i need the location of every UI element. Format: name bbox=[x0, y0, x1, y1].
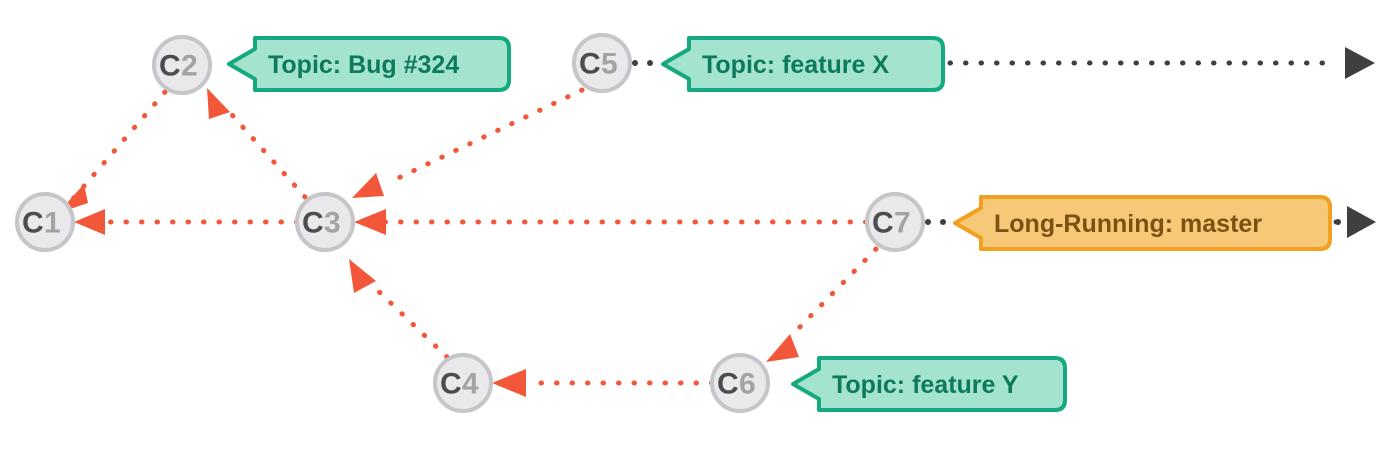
commit-number-c2: 2 bbox=[181, 50, 198, 83]
edges-layer bbox=[58, 87, 879, 397]
commit-circle-c5 bbox=[572, 33, 632, 93]
arrowhead-c4 bbox=[492, 369, 526, 397]
tag-shape-feature-y bbox=[791, 356, 1067, 412]
commit-ring-c2 bbox=[152, 35, 212, 95]
branch-tag-master[interactable]: Long-Running: master bbox=[953, 195, 1332, 251]
feature-x-continuation bbox=[947, 47, 1375, 79]
commit-node-c4[interactable]: C 4 bbox=[433, 353, 493, 413]
arrowhead-master-end bbox=[1347, 206, 1376, 238]
connector-dots-layer bbox=[632, 60, 1341, 225]
commit-number-c3: 3 bbox=[324, 207, 341, 240]
branch-tag-feature-x[interactable]: Topic: feature X bbox=[661, 36, 945, 92]
commit-ring-c6 bbox=[710, 353, 770, 413]
tag-label-master: Long-Running: master bbox=[994, 210, 1262, 238]
commit-node-c3[interactable]: C 3 bbox=[295, 192, 355, 252]
tag-shape-bug-324 bbox=[227, 36, 511, 92]
arrowhead-c3-from-c4 bbox=[349, 259, 376, 293]
arrowhead-c1-horizontal bbox=[74, 209, 105, 235]
commit-number-c1: 1 bbox=[44, 207, 61, 240]
commit-prefix-c6: C bbox=[717, 368, 739, 401]
edge-c3-to-c2 bbox=[207, 88, 308, 200]
edge-c6-to-c4 bbox=[492, 369, 715, 397]
commit-ring-c3 bbox=[295, 192, 355, 252]
edge-c4-to-c3 bbox=[349, 259, 450, 360]
commit-circle-c1 bbox=[15, 192, 75, 252]
c7-to-tag-dots bbox=[925, 219, 946, 225]
commit-prefix-c7: C bbox=[872, 207, 894, 240]
edge-c2-to-c1 bbox=[58, 89, 168, 213]
tag-label-bug-324: Topic: Bug #324 bbox=[268, 51, 459, 79]
commit-prefix-c1: C bbox=[22, 207, 44, 240]
arrowhead-c2 bbox=[207, 88, 230, 119]
c5-to-tag-dots bbox=[632, 60, 653, 66]
commit-prefix-c3: C bbox=[302, 207, 324, 240]
branch-tags-layer: Topic: Bug #324 Topic: feature X Long-Ru… bbox=[227, 36, 1332, 412]
commit-node-c1[interactable]: C 1 bbox=[15, 192, 75, 252]
commit-prefix-c5: C bbox=[579, 48, 601, 81]
commit-circle-c6 bbox=[710, 353, 770, 413]
commit-node-c5[interactable]: C 5 bbox=[572, 33, 632, 93]
tag-shape-feature-x bbox=[661, 36, 945, 92]
commit-circle-c3 bbox=[295, 192, 355, 252]
commit-circle-c7 bbox=[865, 192, 925, 252]
commit-node-c2[interactable]: C 2 bbox=[152, 35, 212, 95]
edge-c5-to-c3 bbox=[352, 87, 585, 198]
commit-node-c7[interactable]: C 7 bbox=[865, 192, 925, 252]
arrowhead-c3-horizontal bbox=[354, 209, 386, 235]
commit-number-c5: 5 bbox=[601, 48, 618, 81]
commit-node-c6[interactable]: C 6 bbox=[710, 353, 770, 413]
tag-shape-master bbox=[953, 195, 1332, 251]
tag-label-feature-y: Topic: feature Y bbox=[832, 371, 1019, 399]
commit-circle-c4 bbox=[433, 353, 493, 413]
commit-ring-c5 bbox=[572, 33, 632, 93]
commit-ring-c7 bbox=[865, 192, 925, 252]
commit-number-c6: 6 bbox=[739, 368, 756, 401]
branch-tag-feature-y[interactable]: Topic: feature Y bbox=[791, 356, 1067, 412]
commit-number-c4: 4 bbox=[462, 368, 479, 401]
arrowhead-c6 bbox=[766, 334, 799, 362]
commit-ring-c1 bbox=[15, 192, 75, 252]
commit-circle-c2 bbox=[152, 35, 212, 95]
master-continuation bbox=[1333, 206, 1376, 238]
branch-tag-bug-324[interactable]: Topic: Bug #324 bbox=[227, 36, 511, 92]
master-tag-to-arrow-dot bbox=[1335, 219, 1341, 225]
edge-c3-to-c1 bbox=[74, 209, 300, 235]
arrowhead-feature-x-end bbox=[1345, 47, 1375, 79]
commit-nodes-layer: C 1 C 2 C 3 C 4 bbox=[15, 33, 925, 413]
commit-prefix-c4: C bbox=[440, 368, 462, 401]
tag-label-feature-x: Topic: feature X bbox=[702, 51, 889, 79]
commit-number-c7: 7 bbox=[894, 207, 911, 240]
commit-ring-c4 bbox=[433, 353, 493, 413]
edge-c7-to-c6 bbox=[766, 246, 879, 362]
commit-prefix-c2: C bbox=[159, 50, 181, 83]
edge-c7-to-c3 bbox=[354, 209, 869, 235]
arrowhead-c3-from-c5 bbox=[352, 173, 384, 198]
